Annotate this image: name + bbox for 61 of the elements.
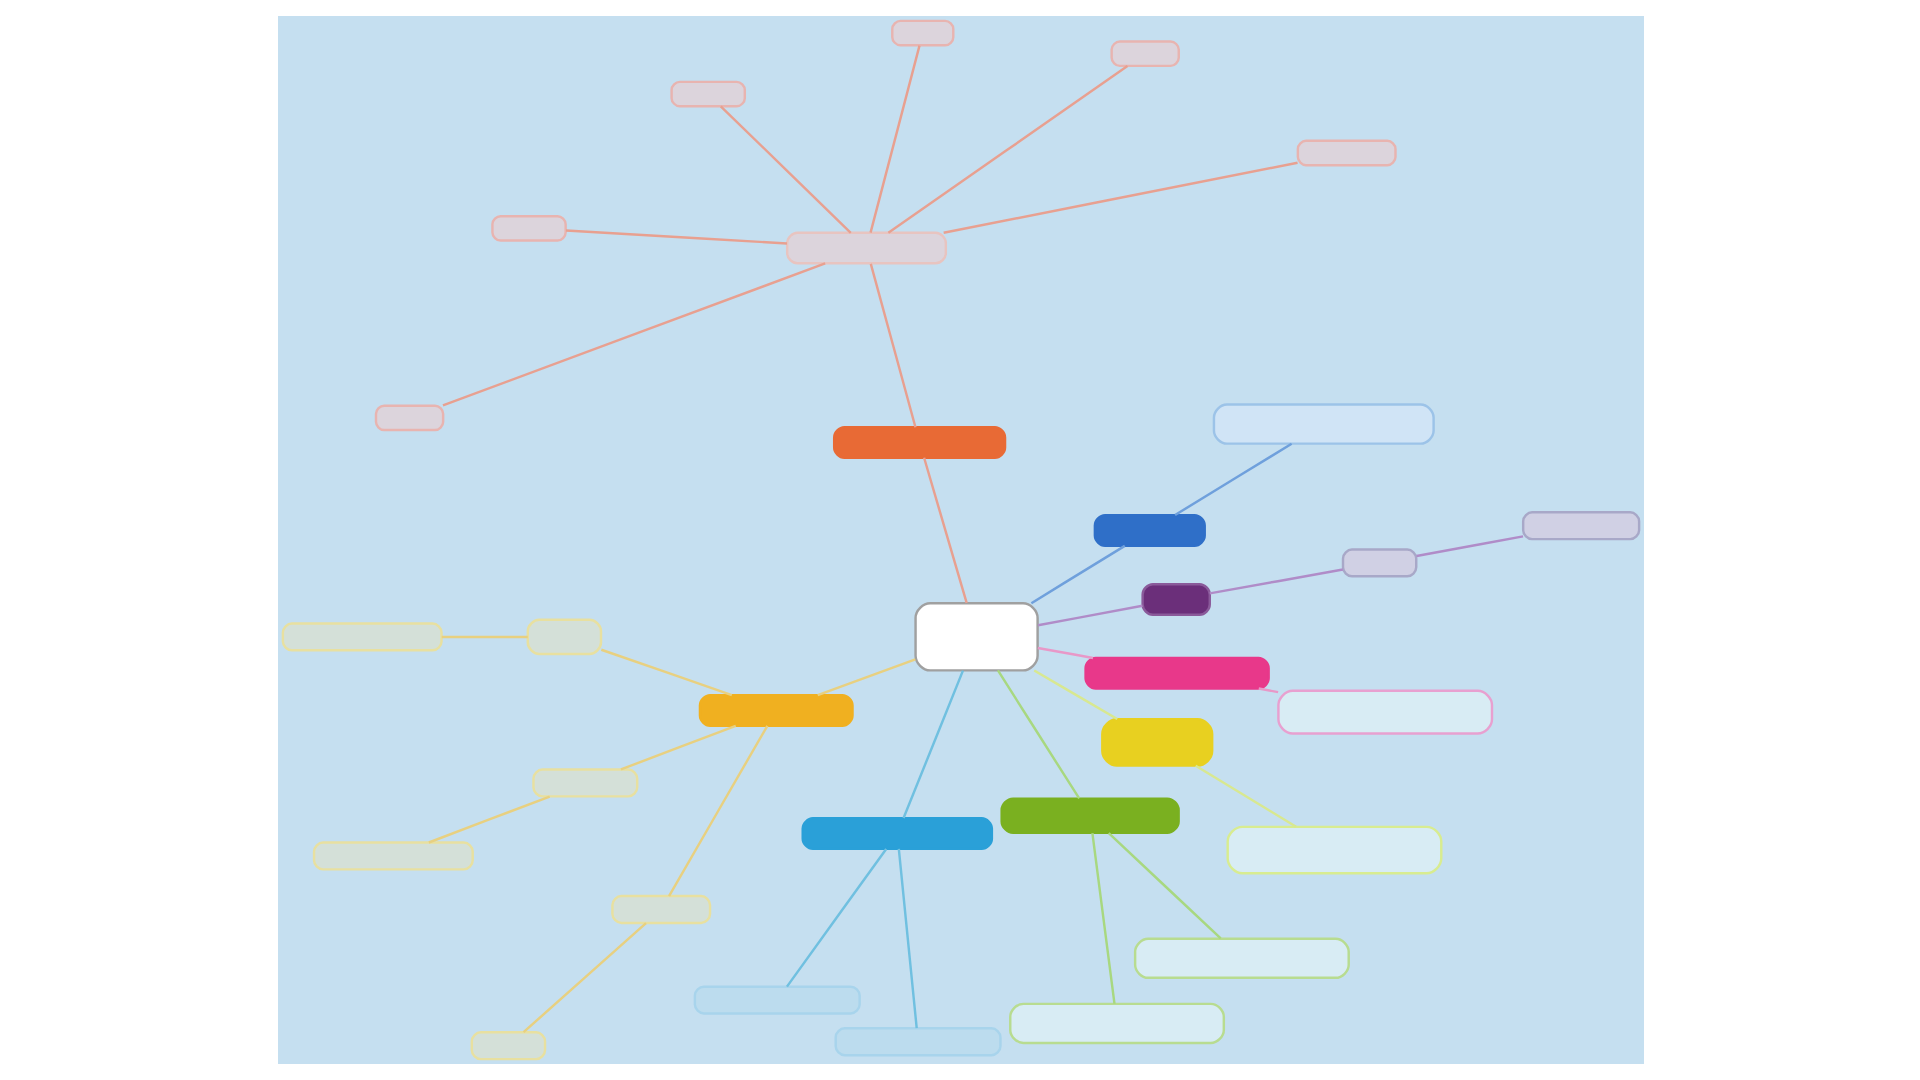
node-box (280, 622, 442, 652)
connector (896, 848, 917, 1029)
connector (942, 161, 1297, 234)
connector (1029, 544, 1125, 605)
node-box (1092, 514, 1205, 547)
connector (1194, 764, 1296, 828)
node-box (610, 894, 711, 925)
connector (1036, 604, 1142, 627)
node-box (669, 80, 746, 108)
node-box (1083, 656, 1269, 690)
connector (901, 670, 964, 819)
connector (816, 658, 915, 697)
connector (427, 795, 550, 844)
connector (1036, 646, 1093, 660)
connector (868, 263, 916, 428)
connector (1415, 535, 1523, 558)
node-box (692, 985, 860, 1015)
node-box (999, 797, 1179, 834)
node-box (1140, 583, 1210, 616)
connector (868, 45, 920, 233)
node-box (469, 1031, 546, 1061)
node-box (1520, 511, 1640, 541)
node-box (1109, 40, 1179, 68)
connector (521, 922, 646, 1034)
connector (886, 65, 1128, 234)
node-box (1340, 548, 1417, 578)
node-box (697, 694, 853, 727)
connector (1032, 669, 1117, 721)
connector (599, 648, 732, 697)
node-box (1211, 403, 1434, 445)
connector (1090, 832, 1115, 1004)
node-box (1295, 139, 1396, 167)
node-box (913, 602, 1038, 672)
node-box (831, 426, 1006, 459)
node-box (525, 618, 602, 656)
connector (565, 229, 787, 245)
connector (440, 635, 527, 639)
connector (1208, 568, 1343, 595)
node-box (1225, 825, 1442, 875)
node-box (311, 841, 473, 871)
node-box (833, 1027, 1001, 1057)
connector (784, 848, 887, 988)
node-box (1008, 1002, 1225, 1045)
node-box (890, 19, 954, 47)
connector (619, 724, 736, 771)
connector (921, 457, 967, 604)
node-box (1100, 718, 1213, 767)
node-box (1132, 937, 1349, 980)
connector (1257, 687, 1278, 694)
connector (441, 262, 825, 407)
connector (1106, 832, 1221, 940)
node-box (531, 768, 638, 798)
node-box (784, 231, 947, 265)
connector (666, 725, 768, 897)
node-box (373, 404, 444, 432)
connector (995, 669, 1080, 800)
node-box (1276, 689, 1493, 735)
node-box (800, 817, 993, 851)
connector (718, 105, 851, 234)
connector (1173, 442, 1292, 517)
node-box (490, 214, 566, 242)
